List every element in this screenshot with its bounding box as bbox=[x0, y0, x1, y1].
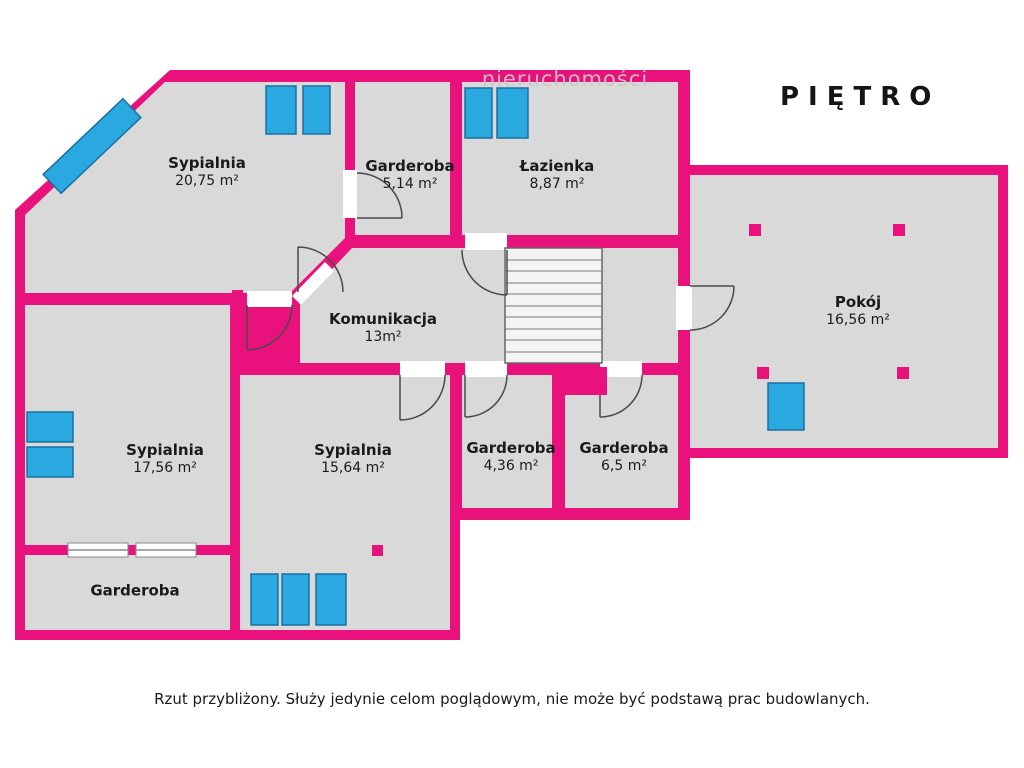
page-title: PIĘTRO bbox=[780, 82, 941, 112]
door-gap-garderoba-3 bbox=[600, 361, 642, 377]
door-gap-sypialnia-1 bbox=[292, 262, 334, 305]
door-swing-arcs bbox=[246, 172, 735, 421]
door-gap-garderoba-2 bbox=[465, 361, 507, 377]
fixture-icon bbox=[464, 87, 493, 139]
door-swing-arc-icon bbox=[689, 285, 735, 331]
room-floor-pokoj bbox=[690, 175, 998, 448]
door-swing-arc-icon bbox=[461, 249, 508, 296]
fixture-icon bbox=[250, 573, 279, 626]
room-floor-garderoba-1 bbox=[355, 82, 450, 235]
door-swing-arc-icon bbox=[464, 374, 508, 418]
staircase-icon bbox=[504, 247, 603, 364]
room-floor-sypialnia-1 bbox=[25, 82, 345, 293]
door-swing-arc-icon bbox=[297, 246, 344, 293]
door-gap-sypialnia-2 bbox=[247, 291, 292, 307]
fixture-icon bbox=[26, 411, 74, 443]
room-floor-komunikacja bbox=[300, 248, 678, 363]
door-gap-garderoba-1 bbox=[343, 170, 357, 218]
wall-marker-icon bbox=[897, 367, 909, 379]
stair-treads bbox=[505, 259, 602, 353]
fixture-icon bbox=[496, 87, 529, 139]
wall-marker-icon bbox=[749, 224, 761, 236]
fixture-icon bbox=[26, 446, 74, 478]
wall-marker-icon bbox=[893, 224, 905, 236]
wall-markers bbox=[232, 224, 909, 556]
door-gap-lazienka bbox=[465, 233, 507, 250]
fixture-icon bbox=[315, 573, 347, 626]
door-openings bbox=[67, 170, 692, 558]
disclaimer-text: Rzut przybliżony. Służy jedynie celom po… bbox=[154, 690, 870, 708]
door-swing-arc-icon bbox=[356, 172, 403, 219]
fixture-icon bbox=[767, 382, 805, 431]
fixture-icon bbox=[265, 85, 297, 135]
windows-and-fixtures bbox=[26, 85, 805, 626]
wall-marker-icon bbox=[232, 290, 243, 301]
room-floor-garderoba-4 bbox=[25, 555, 230, 630]
door-gap-pokoj bbox=[676, 286, 692, 330]
door-swing-arc-icon bbox=[599, 374, 643, 418]
fixture-icon bbox=[302, 85, 331, 135]
diagonal-window-icon bbox=[42, 97, 142, 195]
room-floor-garderoba-2 bbox=[462, 375, 552, 508]
watermark: nieruchomości bbox=[481, 67, 649, 91]
wall-stub bbox=[565, 367, 607, 395]
door-swing-arc-icon bbox=[246, 304, 293, 351]
fixture-icon bbox=[281, 573, 310, 626]
wall-marker-icon bbox=[757, 367, 769, 379]
door-gap-sypialnia-3 bbox=[400, 361, 445, 377]
room-floor-garderoba-3 bbox=[565, 375, 678, 508]
door-swing-arc-icon bbox=[399, 374, 446, 421]
room-floor-lazienka bbox=[462, 82, 678, 235]
wall-marker-icon bbox=[372, 545, 383, 556]
